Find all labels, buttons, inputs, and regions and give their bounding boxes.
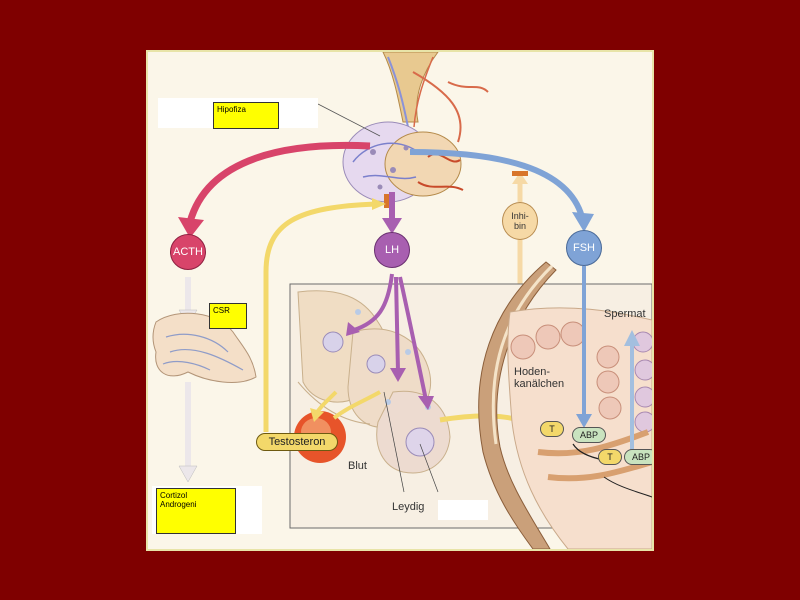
acth-text: ACTH (173, 246, 203, 258)
fsh-arrow (409, 149, 585, 218)
blut-text: Blut (348, 460, 367, 472)
hoden-text: Hoden- kanälchen (514, 366, 564, 390)
lh-circle: LH (374, 232, 410, 268)
abp-oval-1: ABP (572, 427, 606, 443)
diagram-artwork (152, 52, 652, 549)
testosterone-feedback-arrow (263, 201, 377, 432)
inhibin-circle: Inhi- bin (502, 202, 538, 240)
fsh-circle: FSH (566, 230, 602, 266)
t-text-2: T (607, 452, 613, 462)
leydig-text: Leydig (392, 501, 425, 513)
hipofiza-text: Hipofiza (217, 105, 246, 114)
testosteron-text: Testosteron (268, 436, 326, 448)
inhibin-text-line2: bin (513, 221, 526, 231)
fsh-text: FSH (573, 242, 595, 254)
csr-label: CSR (209, 303, 247, 329)
abp-text-2: ABP (631, 452, 650, 462)
cortizol-text: Cortizol (160, 491, 188, 500)
hipofiza-label: Hipofiza (213, 102, 279, 129)
label-mask (438, 500, 488, 520)
hoden-text-line1: Hoden- (514, 366, 551, 378)
tubule-wall (478, 261, 557, 549)
acth-circle: ACTH (170, 234, 206, 270)
t-oval-1: T (540, 421, 564, 437)
androgeni-text: Androgeni (160, 500, 197, 509)
abp-oval-2: ABP (624, 449, 652, 465)
interstitial-tissue (294, 290, 451, 474)
spermat-text: Spermat (604, 308, 646, 320)
cortizol-androgeni-label: Cortizol Androgeni (156, 488, 236, 534)
hoden-text-line2: kanälchen (514, 378, 565, 390)
inhibin-text-line1: Inhi- (511, 211, 529, 221)
testosteron-pill: Testosteron (256, 433, 338, 451)
lh-text: LH (384, 244, 400, 256)
slide-frame: Hipofiza CSR Cortizol Androgeni ACTH LH … (146, 50, 654, 551)
t-text-1: T (549, 424, 555, 434)
acth-arrow (186, 141, 371, 223)
abp-text-1: ABP (579, 430, 598, 440)
pituitary-illustration (342, 52, 489, 208)
t-oval-2: T (598, 449, 622, 465)
csr-text: CSR (213, 306, 230, 315)
